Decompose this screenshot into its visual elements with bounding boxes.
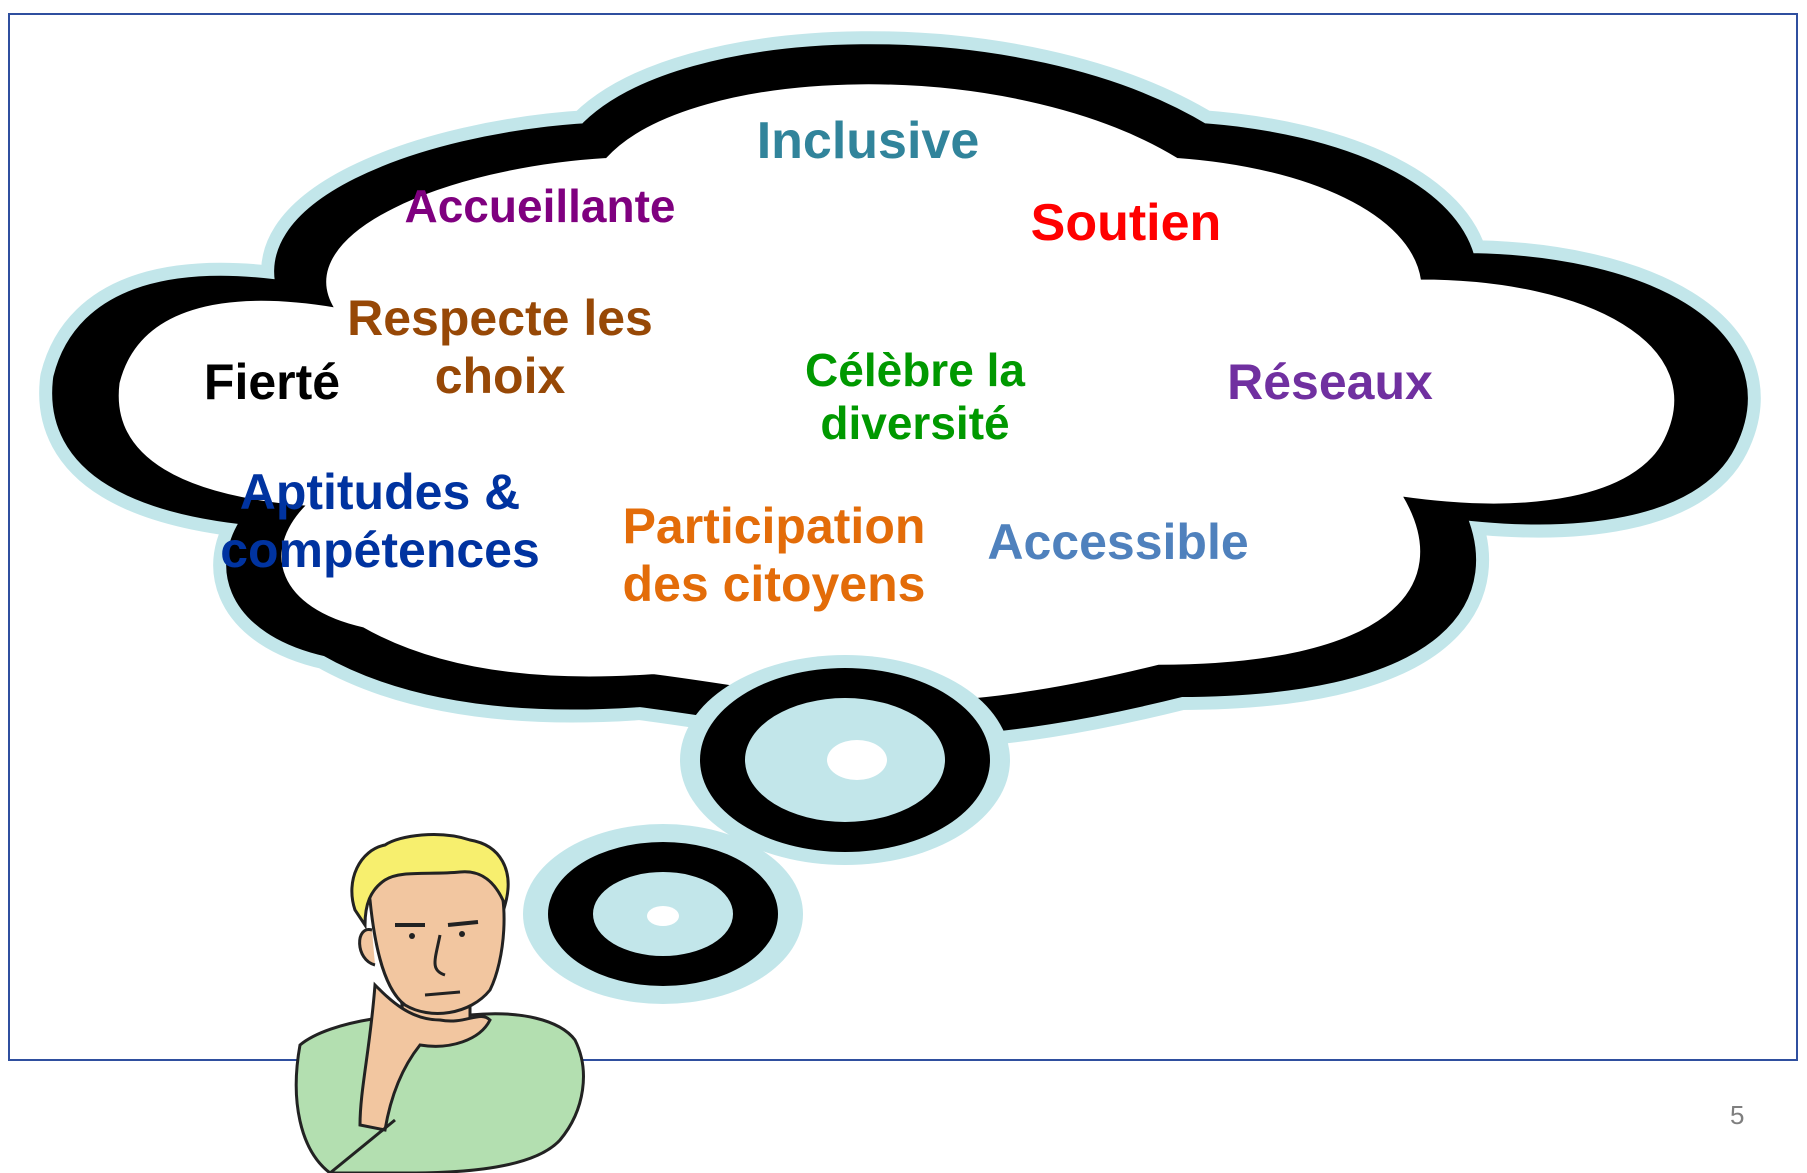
- word-soutien: Soutien: [1030, 194, 1222, 252]
- word-line: choix: [434, 347, 566, 404]
- word-line: Aptitudes &: [239, 464, 521, 520]
- word-line: compétences: [220, 521, 540, 578]
- word-inclusive: Inclusive: [756, 112, 980, 170]
- word-line: Célèbre la: [805, 344, 1025, 396]
- word-fierte: Fierté: [203, 354, 341, 410]
- word-accueillante: Accueillante: [404, 180, 676, 232]
- slide-frame: [8, 13, 1798, 1061]
- page-number: 5: [1730, 1100, 1745, 1130]
- word-participation-des-citoyens: Participation des citoyens: [623, 498, 926, 613]
- word-line: diversité: [820, 396, 1010, 449]
- word-accessible: Accessible: [987, 514, 1249, 570]
- thought-cloud: [39, 31, 1761, 750]
- word-line: des citoyens: [622, 555, 926, 612]
- thought-bubble-small: [523, 824, 803, 1004]
- thought-bubble-large: [680, 655, 1010, 865]
- word-respecte-les-choix: Respecte les choix: [347, 290, 653, 405]
- word-reseaux: Réseaux: [1227, 354, 1433, 410]
- word-celebre-la-diversite: Célèbre la diversité: [805, 344, 1025, 450]
- thinking-man-icon: [294, 833, 585, 1173]
- word-line: Respecte les: [347, 290, 653, 346]
- word-aptitudes-competences: Aptitudes & compétences: [220, 464, 540, 579]
- word-line: Participation: [622, 498, 926, 554]
